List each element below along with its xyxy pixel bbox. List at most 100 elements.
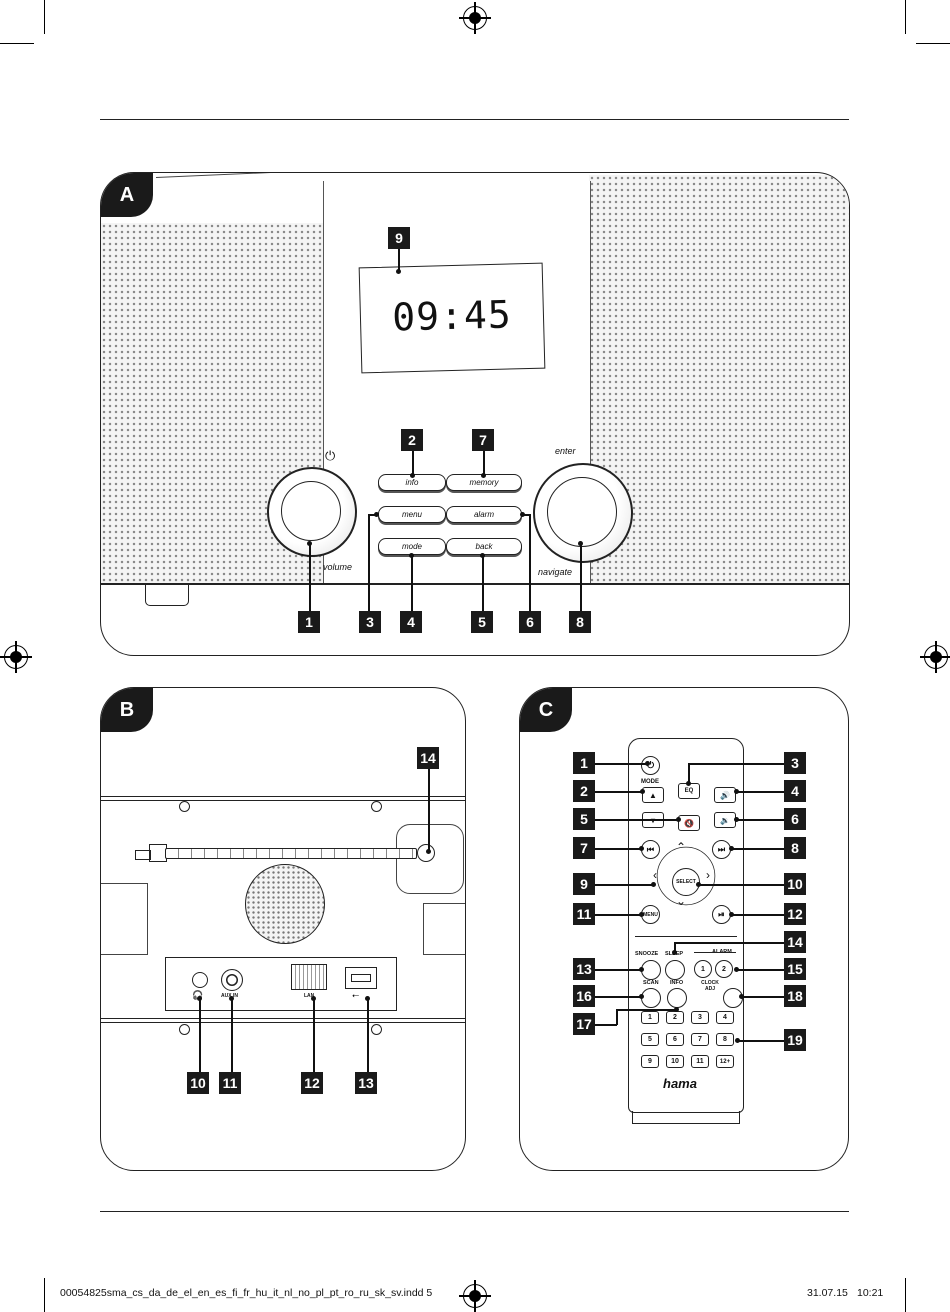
top-rule — [100, 119, 849, 120]
crop-mark — [916, 43, 950, 44]
footer-time: 10:21 — [857, 1287, 884, 1299]
callout-8: 8 — [569, 611, 591, 633]
callout-10: 10 — [187, 1072, 209, 1094]
panel-b-label: B — [101, 688, 153, 732]
numpad-key[interactable]: 7 — [691, 1033, 709, 1046]
telescopic-antenna — [165, 848, 417, 859]
numpad-key[interactable]: 6 — [666, 1033, 684, 1046]
callout-4: 4 — [400, 611, 422, 633]
remote-scan-button[interactable] — [641, 988, 661, 1008]
alarm-button[interactable]: alarm — [446, 506, 522, 523]
left-speaker-grille — [101, 223, 323, 583]
navigate-knob[interactable] — [533, 463, 633, 563]
callout-8: 8 — [784, 837, 806, 859]
antenna-end — [135, 850, 151, 860]
callout-13: 13 — [355, 1072, 377, 1094]
remote-base — [632, 1111, 740, 1124]
remote-info-button[interactable] — [667, 988, 687, 1008]
menu-button[interactable]: menu — [378, 506, 446, 523]
back-button[interactable]: back — [446, 538, 522, 555]
aux-in-jack[interactable] — [221, 969, 243, 991]
callout-11: 11 — [219, 1072, 241, 1094]
numpad-key[interactable]: 5 — [641, 1033, 659, 1046]
remote-menu-button[interactable]: MENU — [641, 905, 660, 924]
nav-up-icon[interactable]: ⌃ — [676, 840, 687, 854]
lan-label: LAN — [304, 993, 315, 999]
bottom-rule — [100, 1211, 849, 1212]
usb-port[interactable] — [345, 967, 377, 989]
back-bottom-edge — [101, 1018, 465, 1023]
callout-11: 11 — [573, 903, 595, 925]
remote-mute-button[interactable]: 🔇 — [678, 815, 700, 831]
remote-alarm1-button[interactable]: 1 — [694, 960, 712, 978]
navigation-ring — [656, 846, 716, 906]
remote-select-button[interactable]: SELECT — [672, 868, 700, 896]
panel-c-label: C — [520, 688, 572, 732]
callout-6: 6 — [519, 611, 541, 633]
remote-snooze-button[interactable] — [641, 960, 661, 980]
lan-port[interactable] — [291, 964, 327, 990]
numpad-key[interactable]: 9 — [641, 1055, 659, 1068]
usb-icon: ⭠ — [352, 990, 360, 1000]
callout-4: 4 — [784, 780, 806, 802]
remote-vol-up-button[interactable]: 🔊 — [714, 787, 736, 803]
callout-17: 17 — [573, 1013, 595, 1035]
numpad-key[interactable]: 2 — [666, 1011, 684, 1024]
enter-label: enter — [555, 446, 576, 456]
remote-divider — [635, 936, 737, 937]
remote-sleep-button[interactable] — [665, 960, 685, 980]
nav-right-icon[interactable]: › — [706, 868, 710, 882]
callout-18: 18 — [784, 985, 806, 1007]
screw-icon — [179, 801, 190, 812]
remote-alarm2-button[interactable]: 2 — [715, 960, 733, 978]
callout-12: 12 — [784, 903, 806, 925]
callout-5: 5 — [573, 808, 595, 830]
numpad-key[interactable]: 3 — [691, 1011, 709, 1024]
crop-mark — [905, 1278, 906, 1312]
screw-icon — [179, 1024, 190, 1035]
callout-7: 7 — [573, 837, 595, 859]
nav-left-icon[interactable]: ‹ — [653, 868, 657, 882]
volume-knob[interactable] — [267, 467, 357, 557]
clock-adj-label: CLOCK ADJ — [701, 980, 719, 992]
nav-down-icon[interactable]: ⌄ — [676, 894, 687, 908]
rear-speaker — [245, 864, 325, 944]
panel-b: 🎧 AUX IN LAN ⭠ B 14 10 11 12 13 — [100, 687, 466, 1171]
port-panel — [165, 957, 397, 1011]
numpad-key[interactable]: 12+ — [716, 1055, 734, 1068]
remote-power-button[interactable]: ⏻ — [641, 756, 660, 775]
numpad-key[interactable]: 10 — [666, 1055, 684, 1068]
crop-mark — [905, 0, 906, 34]
antenna-mount — [396, 824, 464, 894]
numpad-key[interactable]: 11 — [691, 1055, 709, 1068]
remote-next-button[interactable]: ⏭ — [712, 840, 731, 859]
registration-mark — [0, 641, 32, 673]
back-top-edge — [101, 796, 465, 801]
power-icon: ⏻ — [325, 448, 336, 463]
numpad-key[interactable]: 8 — [716, 1033, 734, 1046]
left-tab — [101, 883, 148, 955]
callout-9: 9 — [388, 227, 410, 249]
remote-prev-button[interactable]: ⏮ — [641, 840, 660, 859]
headphone-jack[interactable] — [192, 972, 208, 988]
registration-mark — [459, 2, 491, 34]
callout-3: 3 — [359, 611, 381, 633]
lcd-display: 09:45 — [358, 262, 546, 374]
panel-a-label: A — [101, 173, 153, 217]
crop-mark — [44, 1278, 45, 1312]
crop-mark — [0, 43, 34, 44]
numpad-key[interactable]: 1 — [641, 1011, 659, 1024]
callout-15: 15 — [784, 958, 806, 980]
display-time: 09:45 — [391, 292, 513, 340]
remote-numpad: 1 2 3 4 5 6 7 8 9 10 11 12+ — [635, 1006, 737, 1072]
screw-icon — [371, 1024, 382, 1035]
remote-vol-down-button[interactable]: 🔉 — [714, 812, 736, 828]
remote-mode-button[interactable]: ▲ — [642, 787, 664, 803]
base-line — [101, 583, 849, 585]
hama-logo: hama — [663, 1076, 697, 1091]
callout-19: 19 — [784, 1029, 806, 1051]
volume-label: volume — [323, 562, 353, 572]
callout-9: 9 — [573, 873, 595, 895]
callout-1: 1 — [573, 752, 595, 774]
numpad-key[interactable]: 4 — [716, 1011, 734, 1024]
